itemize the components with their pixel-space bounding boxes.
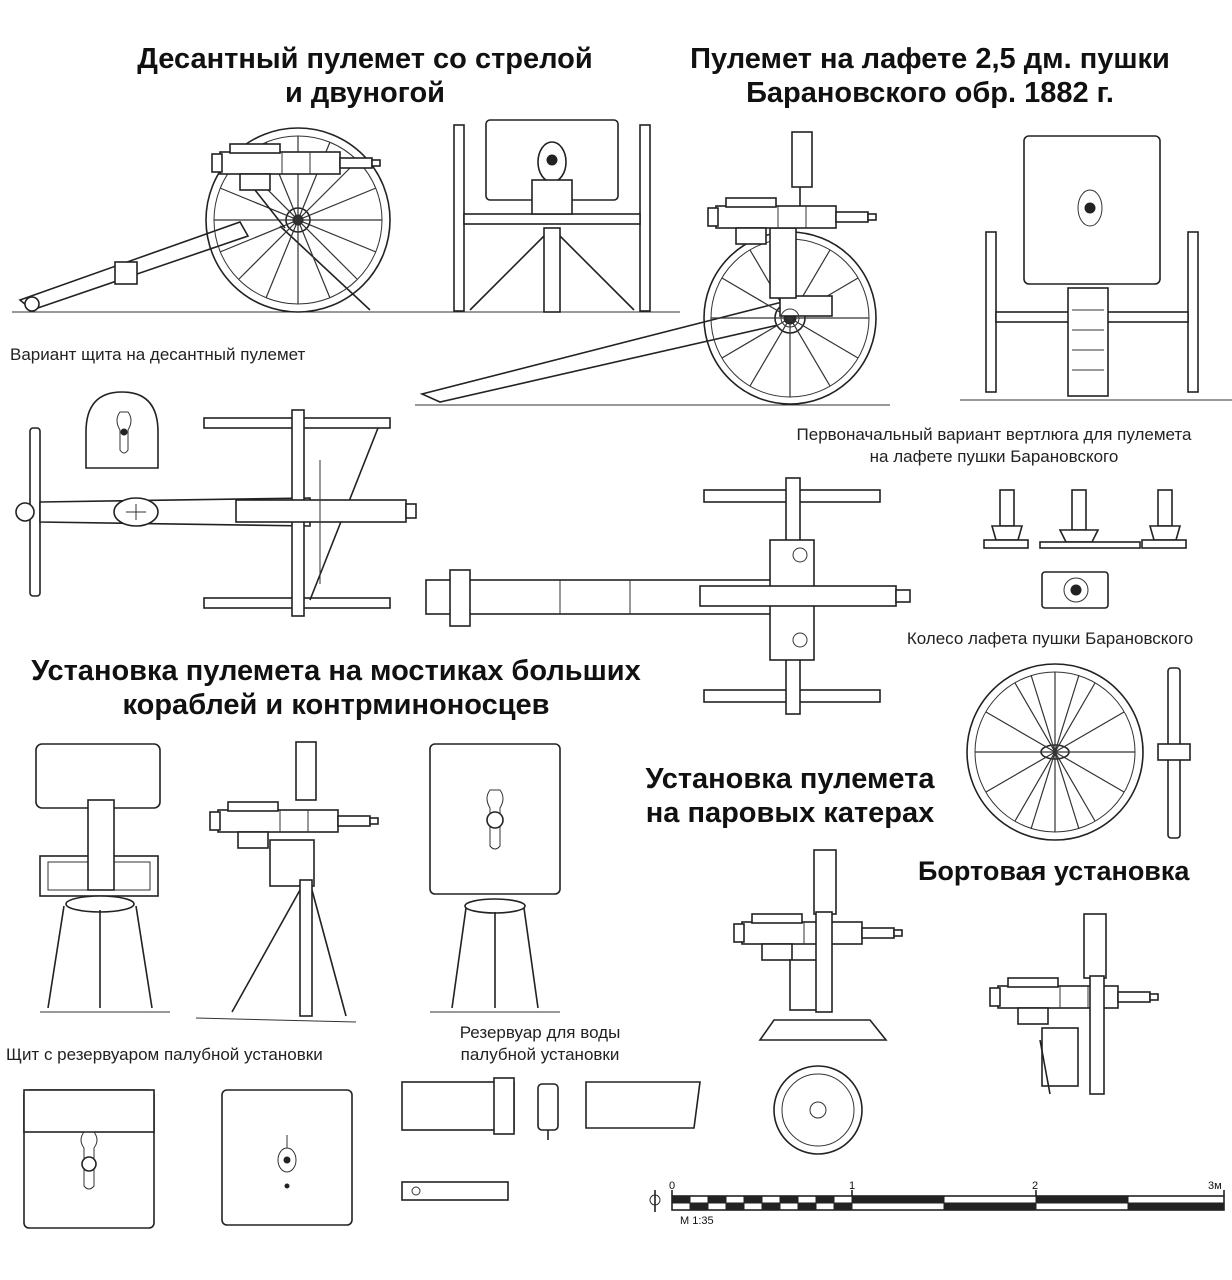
scale-tick-0: 0 — [669, 1180, 675, 1192]
heading-steam-boat-mount: Установка пулемета на паровых катерах — [645, 763, 935, 830]
baranovsky-side-view — [415, 131, 890, 406]
caption-water-tank: Резервуар для воды палубной установки — [459, 1023, 621, 1065]
baranovsky-front-view — [960, 135, 1232, 401]
heading-landing-mg: Десантный пулемет со стрелой и двуногой — [137, 43, 593, 110]
caption-shield-variant: Вариант щита на десантный пулемет — [10, 345, 306, 364]
water-tank-parts — [401, 1077, 701, 1201]
landing-shield-variant — [85, 391, 159, 469]
baranovsky-top-view — [425, 477, 911, 715]
landing-mg-side-view — [12, 127, 430, 313]
shield-with-tank-drawings — [23, 1089, 353, 1229]
scale-tick-1: 1 — [849, 1180, 855, 1192]
steam-boat-mount — [733, 849, 903, 1155]
bridge-mount-side-view — [195, 741, 379, 1023]
caption-wheel: Колесо лафета пушки Барановского — [906, 629, 1194, 648]
heading-side-mount: Бортовая установка — [918, 856, 1190, 886]
swivel-parts — [983, 489, 1187, 609]
scale-bar: 0 1 2 3м М 1:35 — [649, 1180, 1225, 1227]
baranovsky-wheel — [966, 663, 1191, 841]
bridge-mount-back-view — [35, 743, 170, 1013]
landing-mg-top-view — [15, 409, 417, 617]
landing-mg-front-view — [430, 119, 680, 313]
heading-bridge-mount: Установка пулемета на мостиках больших к… — [31, 655, 641, 722]
side-mount — [989, 913, 1159, 1095]
scale-ratio: М 1:35 — [680, 1215, 714, 1227]
scale-tick-3: 3м — [1208, 1180, 1222, 1192]
caption-swivel-original: Первоначальный вариант вертлюга для пуле… — [796, 425, 1192, 467]
scale-tick-2: 2 — [1032, 1180, 1038, 1192]
heading-baranovsky-mg: Пулемет на лафете 2,5 дм. пушки Барановс… — [690, 43, 1170, 110]
caption-shield-tank: Щит с резервуаром палубной установки — [6, 1045, 323, 1064]
bridge-mount-front-view — [429, 743, 561, 1013]
